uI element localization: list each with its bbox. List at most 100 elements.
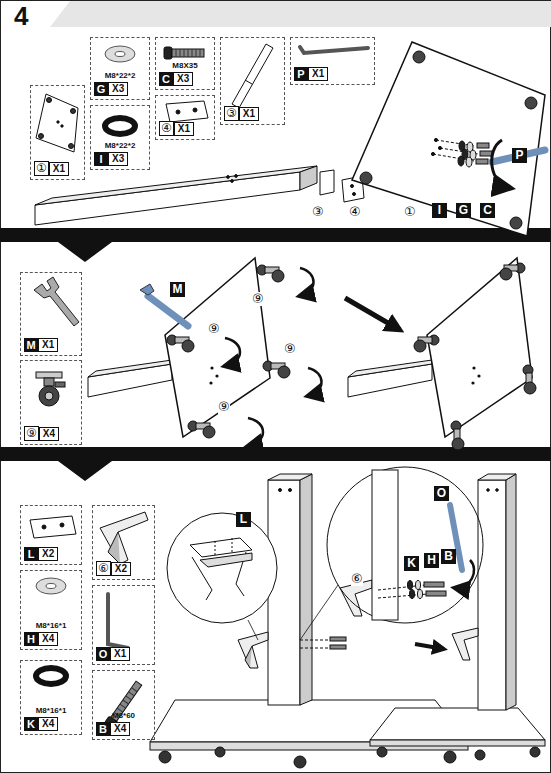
- plate-holes: [472, 366, 475, 369]
- part-letter: I: [94, 152, 108, 166]
- mount-plate: [360, 172, 372, 184]
- quantity: X3: [108, 82, 128, 96]
- mount-plate: [413, 51, 425, 63]
- caster: [257, 265, 284, 282]
- bolt-set: [426, 591, 446, 596]
- plate-holes: [471, 381, 474, 384]
- step-divider: [0, 228, 551, 262]
- column: [478, 480, 506, 710]
- bracket-plate-icon: [193, 108, 197, 112]
- column: [268, 474, 312, 480]
- part-spec: M8*60: [96, 711, 151, 720]
- callout-letter: G: [456, 203, 471, 218]
- callout-letter: C: [480, 203, 495, 218]
- rotation-arrow: [308, 368, 322, 396]
- part-tag: ④X1: [159, 121, 194, 136]
- part-tag: ③X1: [224, 106, 259, 121]
- allen-key-icon: [300, 47, 368, 53]
- page-frame: [50, 1, 551, 27]
- quantity: X4: [110, 722, 130, 736]
- bracket: [238, 580, 478, 668]
- wheel: [475, 750, 485, 760]
- stand-base: [370, 708, 545, 740]
- part-box: MX1: [20, 272, 82, 356]
- callout-letter: B: [441, 549, 456, 564]
- bolt-set: [476, 159, 488, 164]
- plate-holes: [215, 374, 218, 377]
- step-number: 4: [14, 2, 28, 30]
- bolt-set: [418, 590, 423, 599]
- beam: [348, 360, 432, 377]
- step-divider: [0, 447, 551, 481]
- bolt-set: [410, 590, 415, 599]
- callout-letter: K: [404, 556, 419, 571]
- part-letter: C: [159, 72, 173, 86]
- zoom-circle: [300, 585, 338, 640]
- part-tag: CX3: [159, 72, 193, 86]
- step-divider: [0, 228, 551, 481]
- rotation-arrow: [300, 268, 314, 296]
- caster-icon: [45, 392, 53, 400]
- callout-letter: P: [512, 148, 527, 163]
- part-tag: PX1: [294, 67, 328, 81]
- mount-plate: [525, 97, 537, 109]
- part-letter: P: [294, 67, 308, 81]
- caster: [167, 335, 194, 352]
- caster: [500, 263, 525, 280]
- part-number: ⑨: [24, 426, 39, 441]
- caster-icon: [44, 378, 54, 386]
- insert-bar-icon: [232, 44, 273, 108]
- part-letter: G: [94, 82, 108, 96]
- wrench-tool: [148, 296, 188, 326]
- callout-letter: H: [424, 553, 439, 568]
- bracket-icon: [100, 512, 148, 564]
- wrench-icon: [34, 277, 79, 326]
- bracket-icon: [108, 532, 120, 564]
- part-letter: M: [24, 338, 38, 352]
- mount-plate: [165, 258, 270, 437]
- part-number: ⑥: [96, 561, 111, 576]
- part-tag: ⑥X2: [96, 561, 131, 576]
- progress-arrow: [415, 644, 444, 649]
- part-tag: HX4: [24, 632, 58, 646]
- zoom-circle: [167, 513, 277, 623]
- quantity: X4: [38, 632, 58, 646]
- washer-icon: [46, 584, 56, 589]
- mount-plate: [165, 258, 532, 437]
- part-box: M8X35CX3: [155, 37, 215, 90]
- caster: [524, 382, 536, 394]
- quantity: X3: [108, 152, 128, 166]
- caster: [188, 421, 215, 438]
- quantity: X1: [38, 338, 58, 352]
- bracket-plate-icon: [176, 110, 180, 114]
- caster: [414, 335, 439, 352]
- part-number: ③: [224, 106, 239, 121]
- plate-icon: [36, 94, 78, 152]
- washer-icon: [105, 118, 135, 134]
- part-letter: O: [96, 647, 110, 661]
- insert-bar-icon: [245, 80, 252, 84]
- part-tag: BX4: [96, 722, 130, 736]
- callout-letter: I: [432, 203, 447, 218]
- part-box: LX2: [20, 505, 82, 565]
- wheel: [530, 747, 540, 757]
- plate-icon: [69, 144, 74, 149]
- bolt-set: [330, 637, 346, 641]
- allen-key-tool: [492, 140, 545, 188]
- column: [289, 489, 292, 492]
- zoom-detail: [190, 537, 252, 600]
- insert-bar-icon: [232, 44, 273, 108]
- part-letter: L: [24, 547, 38, 561]
- rotation-arrow: [225, 338, 240, 366]
- caster: [167, 263, 536, 450]
- progress-arrow: [415, 644, 444, 649]
- callout-number: ⑨: [218, 400, 230, 414]
- callout-number: ⑨: [284, 342, 296, 356]
- column: [496, 489, 499, 492]
- allen-key-icon: [108, 594, 128, 648]
- part-spec: M8X35: [159, 61, 211, 70]
- beam: [35, 166, 317, 205]
- quantity: X4: [39, 427, 59, 441]
